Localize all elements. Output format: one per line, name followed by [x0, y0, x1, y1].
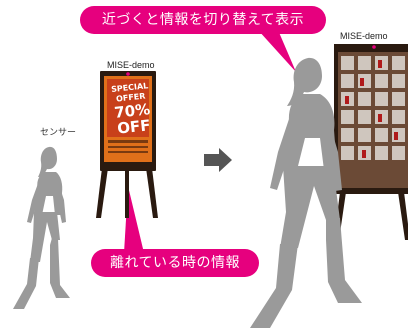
sensor-dot-icon [126, 72, 130, 76]
sensor-dot-right-icon [372, 45, 376, 49]
callout-top-pointer [258, 30, 296, 72]
callout-near-info: 近づくと情報を切り替えて表示 [80, 6, 326, 34]
poster-offer: SPECIAL OFFER 70% OFF [106, 81, 157, 137]
arrow-right-icon [204, 148, 232, 172]
signage-stand-right [334, 44, 408, 240]
woman-silhouette-near [250, 57, 362, 328]
device-label-right: MISE-demo [340, 31, 388, 41]
callout-far-info: 離れている時の情報 [91, 249, 259, 277]
signage-stand-left [96, 71, 158, 218]
sensor-label: センサー [40, 128, 77, 138]
woman-silhouette-far [13, 146, 70, 309]
device-label-left: MISE-demo [107, 60, 155, 70]
